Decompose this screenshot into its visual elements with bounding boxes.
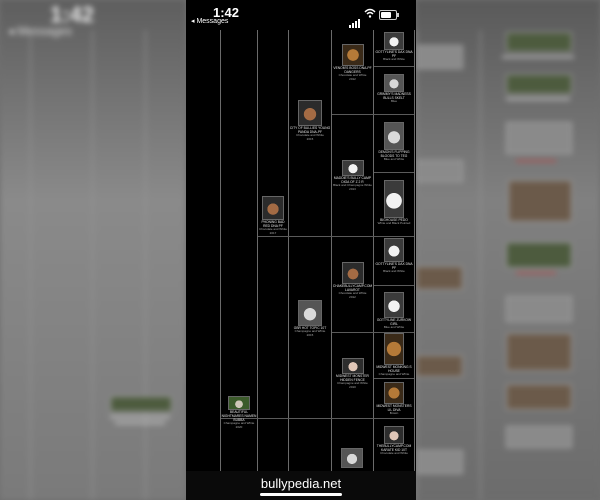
dog-name: GOTTYLINE'S DAX DNA PF bbox=[375, 50, 413, 58]
dog-photo bbox=[298, 100, 322, 126]
dog-photo bbox=[341, 358, 364, 374]
dog-card-gen3-1[interactable]: GBR HOT TOPIC 10T Champagne and White 20… bbox=[289, 300, 331, 338]
dog-photo bbox=[384, 180, 404, 218]
battery-icon bbox=[379, 10, 399, 20]
dog-name: GOTTYLINE ZURKOW GIRL bbox=[376, 318, 412, 326]
blurred-time: 1:42 bbox=[50, 2, 95, 27]
cellular-signal-icon bbox=[349, 10, 361, 28]
dog-color: Chocolate and White bbox=[380, 451, 408, 455]
blurred-left-panel: 1:42 ◂ Messages bbox=[0, 0, 186, 500]
dog-color: Chocolate and White bbox=[338, 73, 367, 77]
dog-card-gen4-1[interactable]: MADDIE'S BULLY CAMP DIGA OF Z 2 R Black … bbox=[332, 160, 373, 192]
dog-photo bbox=[384, 74, 404, 92]
dog-name: MIDWEST MONSTERS LIL DIVA bbox=[376, 404, 412, 412]
dog-photo bbox=[384, 292, 404, 318]
dog-color: Black and White bbox=[383, 269, 405, 273]
dog-card-gen4-0[interactable]: VENOM'S BOSS DNA-PF DANGERS Chocolate an… bbox=[332, 44, 373, 82]
dog-photo bbox=[384, 32, 404, 50]
dog-photo bbox=[384, 333, 404, 365]
dog-year: 2010 bbox=[349, 384, 356, 389]
clock: 1:42 bbox=[213, 5, 240, 20]
back-to-messages-link[interactable]: ◂ Messages bbox=[191, 18, 229, 25]
blurred-right-panel bbox=[416, 0, 600, 500]
dog-color: Black and Champagne White bbox=[333, 183, 372, 187]
dog-photo bbox=[341, 262, 364, 284]
safari-url-bar[interactable]: bullypedia.net bbox=[186, 471, 416, 500]
dog-name: THEBULLYCAMP.COM KARATE KID 10T bbox=[376, 444, 412, 452]
dog-card-gen5-5[interactable]: GOTTYLINE ZURKOW GIRL Blue and White bbox=[374, 292, 414, 330]
dog-card-gen5-2[interactable]: DEMON'S FLIPPING BLOODS TO TEG Blue and … bbox=[374, 122, 414, 162]
dog-year: 2015 bbox=[306, 136, 314, 141]
dog-year: 2015 bbox=[306, 332, 314, 337]
dog-year: 2020 bbox=[235, 424, 243, 429]
dog-card-gen5-1[interactable]: GRIMMY'S MADNESS BULLS SKELT Blue bbox=[374, 74, 414, 104]
dog-year: 2012 bbox=[349, 294, 356, 299]
dog-color: Black and White bbox=[383, 57, 405, 61]
dog-year: 2012 bbox=[349, 76, 356, 81]
dog-card-gen5-3[interactable]: BIGHOUSE PEDO White and Black Pointed bbox=[374, 180, 414, 226]
dog-name: PHONING BAD RED DNA PF bbox=[261, 220, 285, 228]
dog-color: Champagne and White bbox=[337, 381, 368, 385]
dog-name: BEAUTIFUL NIGHTMARES NAMEN BUBBA bbox=[221, 410, 257, 422]
dog-name: DEMON'S FLIPPING BLOODS TO TEG bbox=[378, 150, 410, 158]
dog-color: Chocolate and White bbox=[338, 291, 367, 295]
dog-card-gen1[interactable]: BEAUTIFUL NIGHTMARES NAMEN BUBBA Champag… bbox=[221, 396, 257, 430]
dog-card-gen3-0[interactable]: CITY OF BULLIES YOUNG PANDA DNA-PF Choco… bbox=[289, 100, 331, 142]
wifi-icon bbox=[364, 8, 376, 18]
dog-year: 2017 bbox=[269, 230, 277, 235]
dog-name: MIDWEST MONKING S HOUSE bbox=[376, 365, 412, 373]
dog-card-gen4-3[interactable]: MIDWEST MONSTER HIDDEN FENCE Champagne a… bbox=[332, 358, 373, 390]
dog-color: Blue bbox=[390, 99, 397, 103]
dog-color: Blue and White bbox=[383, 325, 405, 329]
dog-card-gen5-6[interactable]: MIDWEST MONKING S HOUSE Champagne and Wh… bbox=[374, 333, 414, 377]
home-indicator[interactable] bbox=[260, 493, 342, 496]
dog-photo bbox=[228, 396, 250, 410]
dog-color: Champagne and White bbox=[294, 329, 326, 333]
dog-card-gen5-8[interactable]: THEBULLYCAMP.COM KARATE KID 10T Chocolat… bbox=[374, 426, 414, 456]
blurred-back-label: ◂ Messages bbox=[8, 24, 73, 38]
dog-color: Champagne and White bbox=[378, 372, 410, 376]
dog-name: VENOM'S BOSS DNA-PF DANGERS bbox=[333, 66, 372, 74]
dog-photo bbox=[341, 448, 363, 468]
phone-screen: 1:42 ◂ Messages BEAUTIFUL NIGHTMARES NAM… bbox=[186, 0, 416, 500]
dog-card-partial[interactable] bbox=[338, 448, 366, 468]
dog-name: CITY OF BULLIES YOUNG PANDA DNA-PF bbox=[289, 126, 331, 134]
dog-name: MADDIE'S BULLY CAMP DIGA OF Z 2 R bbox=[333, 176, 372, 184]
dog-photo bbox=[262, 196, 284, 220]
status-bar: 1:42 ◂ Messages bbox=[186, 0, 416, 30]
dog-color: Champagne and White bbox=[223, 421, 255, 425]
dog-photo bbox=[298, 300, 322, 326]
dog-color: Blue and White bbox=[383, 157, 405, 161]
dog-card-gen4-2[interactable]: CHAKEBULLYCAMP.COM LAVAROT Chocolate and… bbox=[332, 262, 373, 300]
dog-photo bbox=[384, 238, 404, 262]
dog-card-gen5-4[interactable]: GOTTYLINE'S DAX DNA PF Black and White bbox=[374, 238, 414, 274]
url-text: bullypedia.net bbox=[260, 476, 342, 491]
dog-photo bbox=[341, 44, 364, 66]
dog-card-gen2[interactable]: PHONING BAD RED DNA PF Chocolate and Whi… bbox=[258, 196, 288, 236]
dog-photo bbox=[384, 382, 404, 404]
dog-photo bbox=[384, 122, 404, 150]
dog-name: MIDWEST MONSTER HIDDEN FENCE bbox=[336, 374, 369, 382]
dog-card-gen5-0[interactable]: GOTTYLINE'S DAX DNA PF Black and White bbox=[374, 32, 414, 62]
dog-name: GRIMMY'S MADNESS BULLS SKELT bbox=[377, 92, 411, 100]
dog-name: BIGHOUSE PEDO bbox=[380, 218, 408, 222]
dog-photo bbox=[384, 426, 404, 444]
dog-name: GOTTYLINE'S DAX DNA PF bbox=[375, 262, 413, 270]
dog-name: CHAKEBULLYCAMP.COM LAVAROT bbox=[332, 284, 373, 292]
dog-color: White and Black Pointed bbox=[377, 221, 411, 225]
dog-name: GBR HOT TOPIC 10T bbox=[293, 326, 327, 330]
dog-color: Chocolate and White bbox=[296, 133, 324, 137]
dog-color: Brown bbox=[389, 411, 399, 415]
dog-color: Chocolate and White bbox=[259, 227, 287, 231]
dog-year: 2013 bbox=[349, 186, 356, 191]
dog-photo bbox=[341, 160, 364, 176]
dog-card-gen5-7[interactable]: MIDWEST MONSTERS LIL DIVA Brown bbox=[374, 382, 414, 416]
